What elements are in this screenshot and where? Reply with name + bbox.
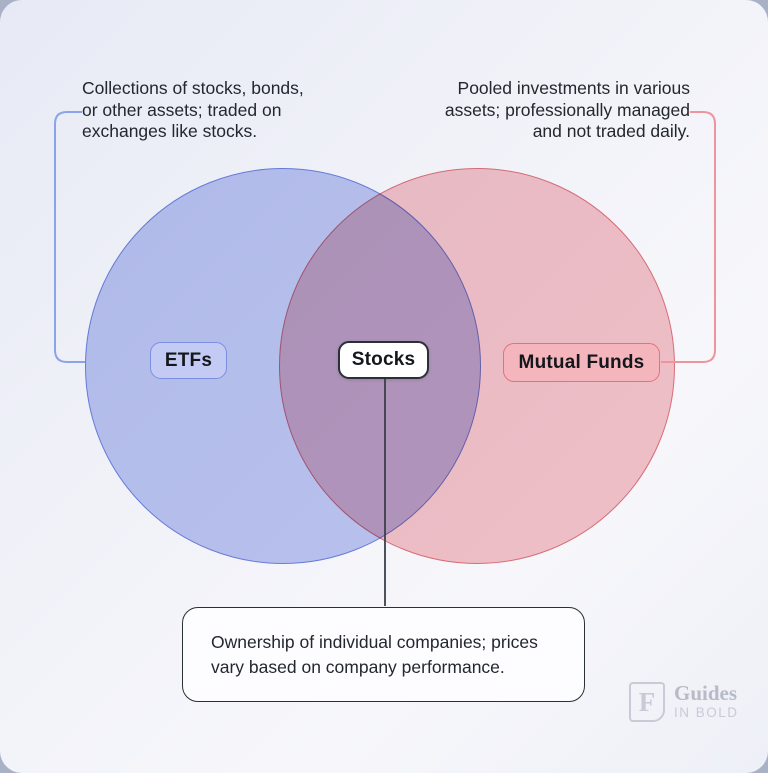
logo-name: Guides: [674, 681, 738, 705]
mutual-funds-note: Pooled investments in various assets; pr…: [444, 78, 690, 141]
etfs-label: ETFs: [150, 342, 227, 379]
logo-f-icon: F: [629, 682, 665, 722]
etfs-note: Collections of stocks, bonds, or other a…: [82, 78, 304, 141]
stocks-note-text: Ownership of individual companies; price…: [211, 631, 538, 677]
guides-in-bold-logo: F Guides IN BOLD: [629, 682, 739, 722]
mutual-funds-label: Mutual Funds: [503, 343, 660, 382]
stocks-description-box: Ownership of individual companies; price…: [182, 607, 585, 702]
logo-wordmark: Guides IN BOLD: [674, 683, 739, 721]
stocks-label: Stocks: [338, 341, 429, 379]
logo-tagline: IN BOLD: [674, 705, 739, 720]
